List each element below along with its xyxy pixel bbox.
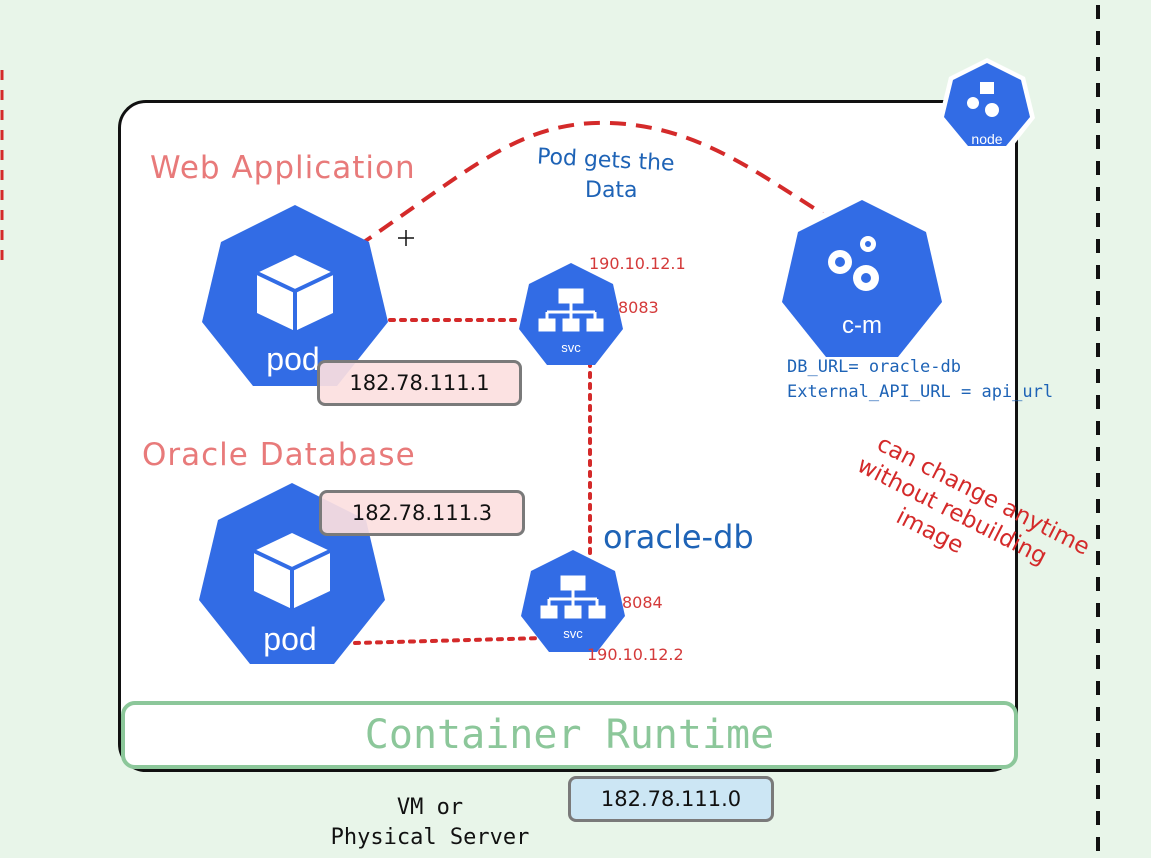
web-pod-icon-label: pod: [266, 341, 319, 377]
svc-bottom-icon-label: svc: [563, 626, 583, 641]
web-pod-icon: pod: [202, 205, 388, 386]
connector-pod-to-configmap: [356, 120, 847, 248]
svc-top-icon: svc: [519, 263, 623, 365]
svc-bottom-ip: 190.10.12.2: [587, 645, 684, 664]
node-ip: 182.78.111.0: [600, 787, 742, 811]
web-pod-ip: 182.78.111.1: [349, 371, 490, 395]
node-ip-box: 182.78.111.0: [568, 776, 774, 822]
oracle-database-label: Oracle Database: [142, 437, 416, 473]
container-runtime-label: Container Runtime: [364, 712, 775, 758]
connector-db-pod-to-svc: [353, 636, 547, 645]
node-icon-label: node: [971, 131, 1002, 147]
svc-top-ip: 190.10.12.1: [589, 254, 686, 273]
svc-top-icon-label: svc: [561, 340, 581, 355]
vm-label-line1: VM or: [396, 795, 464, 820]
vm-label: VM or Physical Server: [300, 793, 560, 853]
configmap-line2: External_API_URL = api_url: [787, 382, 1054, 402]
oracle-db-service-label: oracle-db: [603, 518, 754, 556]
svc-bottom-port: 8084: [622, 593, 663, 612]
cursor-crosshair-icon: [398, 230, 414, 246]
svc-bottom-icon: svc: [521, 550, 625, 652]
configmap-icon: c-m: [774, 193, 950, 365]
svc-top-port: 8083: [618, 298, 659, 317]
node-icon: node: [939, 58, 1035, 151]
pod-gets-data-line2: Data: [585, 178, 638, 203]
vm-label-line2: Physical Server: [330, 825, 530, 850]
configmap-icon-label: c-m: [842, 312, 882, 339]
web-application-label: Web Application: [150, 150, 416, 186]
web-pod-ip-box: 182.78.111.1: [317, 360, 522, 406]
db-pod-ip: 182.78.111.3: [351, 501, 493, 525]
container-runtime-bar: Container Runtime: [121, 701, 1018, 769]
db-pod-icon-label: pod: [263, 621, 316, 657]
db-pod-ip-box: 182.78.111.3: [319, 490, 525, 536]
configmap-line1: DB_URL= oracle-db: [787, 357, 961, 377]
